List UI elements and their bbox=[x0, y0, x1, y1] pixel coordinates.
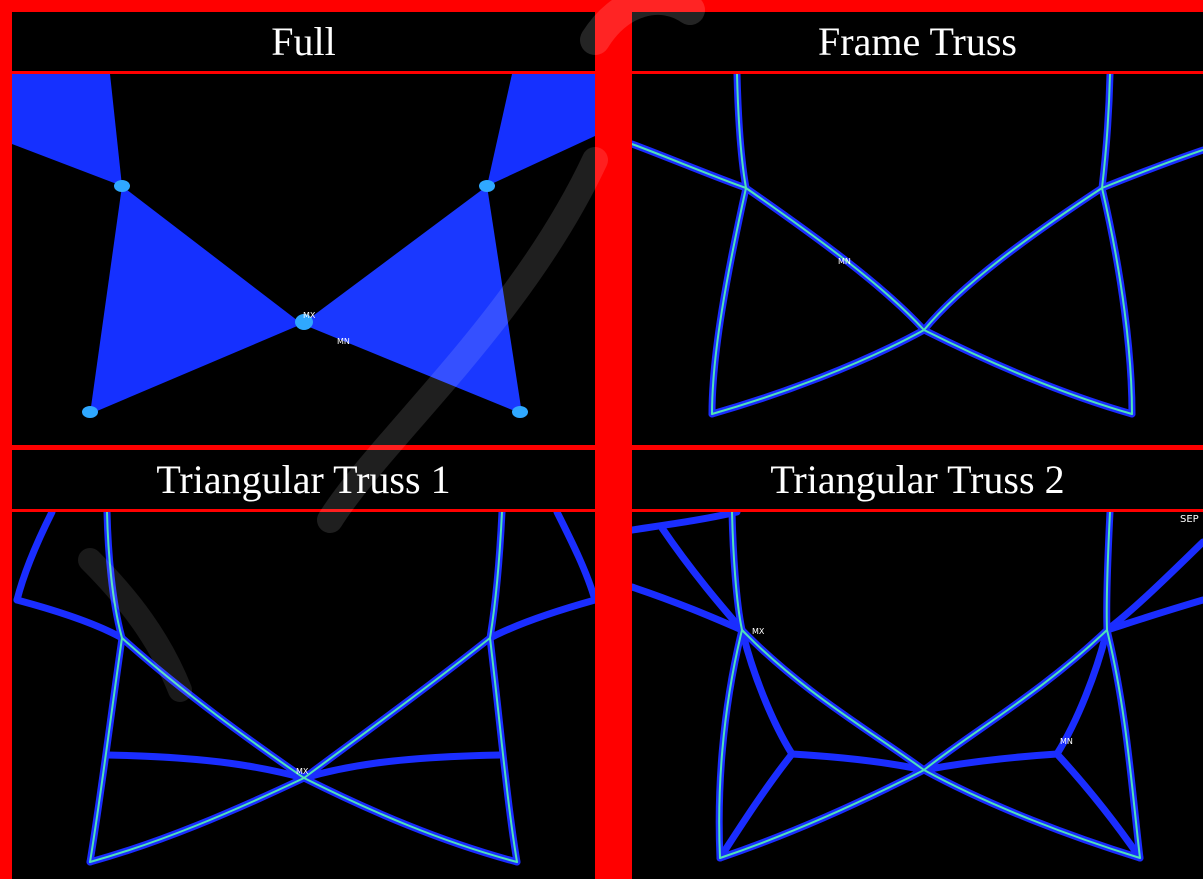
panel-title: Full bbox=[12, 12, 595, 74]
max-label: MX bbox=[752, 627, 765, 636]
stress-hotspot-bottom-right bbox=[512, 406, 528, 418]
stress-hotspot-top-left bbox=[114, 180, 130, 192]
member-left-leg bbox=[708, 184, 750, 418]
solid-right-triangle bbox=[302, 186, 522, 414]
corner-label: SEP bbox=[1180, 514, 1199, 525]
min-label: MN bbox=[838, 257, 851, 266]
member-right-lower-diagonal bbox=[920, 326, 1136, 418]
plot-area-frame-truss: MN bbox=[632, 74, 1203, 445]
panel-triangular-truss-2: Triangular Truss 2 bbox=[632, 450, 1203, 879]
truss-plot-frame: MN bbox=[632, 74, 1203, 418]
contour-plot-full: MX MN bbox=[12, 74, 595, 418]
panel-full: Full MX MN bbox=[12, 12, 595, 445]
truss-members-outer bbox=[13, 512, 595, 866]
max-label: MX bbox=[303, 311, 316, 320]
panel-title: Frame Truss bbox=[632, 12, 1203, 74]
truss-plot-triangular-1: MX bbox=[13, 512, 595, 866]
panel-triangular-truss-1: Triangular Truss 1 bbox=[12, 450, 595, 879]
stress-hotspot-top-right bbox=[479, 180, 495, 192]
solid-left-triangle bbox=[90, 186, 302, 414]
panel-title: Triangular Truss 2 bbox=[632, 450, 1203, 512]
truss-members-inner bbox=[89, 512, 518, 863]
truss-members-outer bbox=[632, 74, 1203, 418]
truss-members-inner bbox=[718, 512, 1141, 859]
plot-area-triangular-truss-2: MX MN SEP bbox=[632, 512, 1203, 879]
truss-members-outer bbox=[632, 512, 1203, 862]
solid-top-right bbox=[487, 74, 595, 186]
min-label: MN bbox=[337, 337, 350, 346]
member-left-diagonal bbox=[742, 184, 928, 334]
solid-top-left bbox=[12, 74, 122, 186]
max-label: MX bbox=[296, 767, 309, 776]
panel-title: Triangular Truss 1 bbox=[12, 450, 595, 512]
stress-hotspot-center bbox=[295, 314, 313, 330]
plot-area-full: MX MN bbox=[12, 74, 595, 445]
plot-area-triangular-truss-1: MX bbox=[12, 512, 595, 879]
truss-members-inner bbox=[632, 74, 1203, 415]
member-right-leg bbox=[1098, 184, 1136, 418]
vertical-divider bbox=[598, 0, 630, 879]
stress-hotspot-bottom-left bbox=[82, 406, 98, 418]
panel-frame-truss: Frame Truss bbox=[632, 12, 1203, 445]
min-label: MN bbox=[1060, 737, 1073, 746]
truss-plot-triangular-2: MX MN SEP bbox=[632, 512, 1203, 862]
member-left-lower-diagonal bbox=[708, 326, 928, 418]
member-right-diagonal bbox=[920, 184, 1106, 334]
